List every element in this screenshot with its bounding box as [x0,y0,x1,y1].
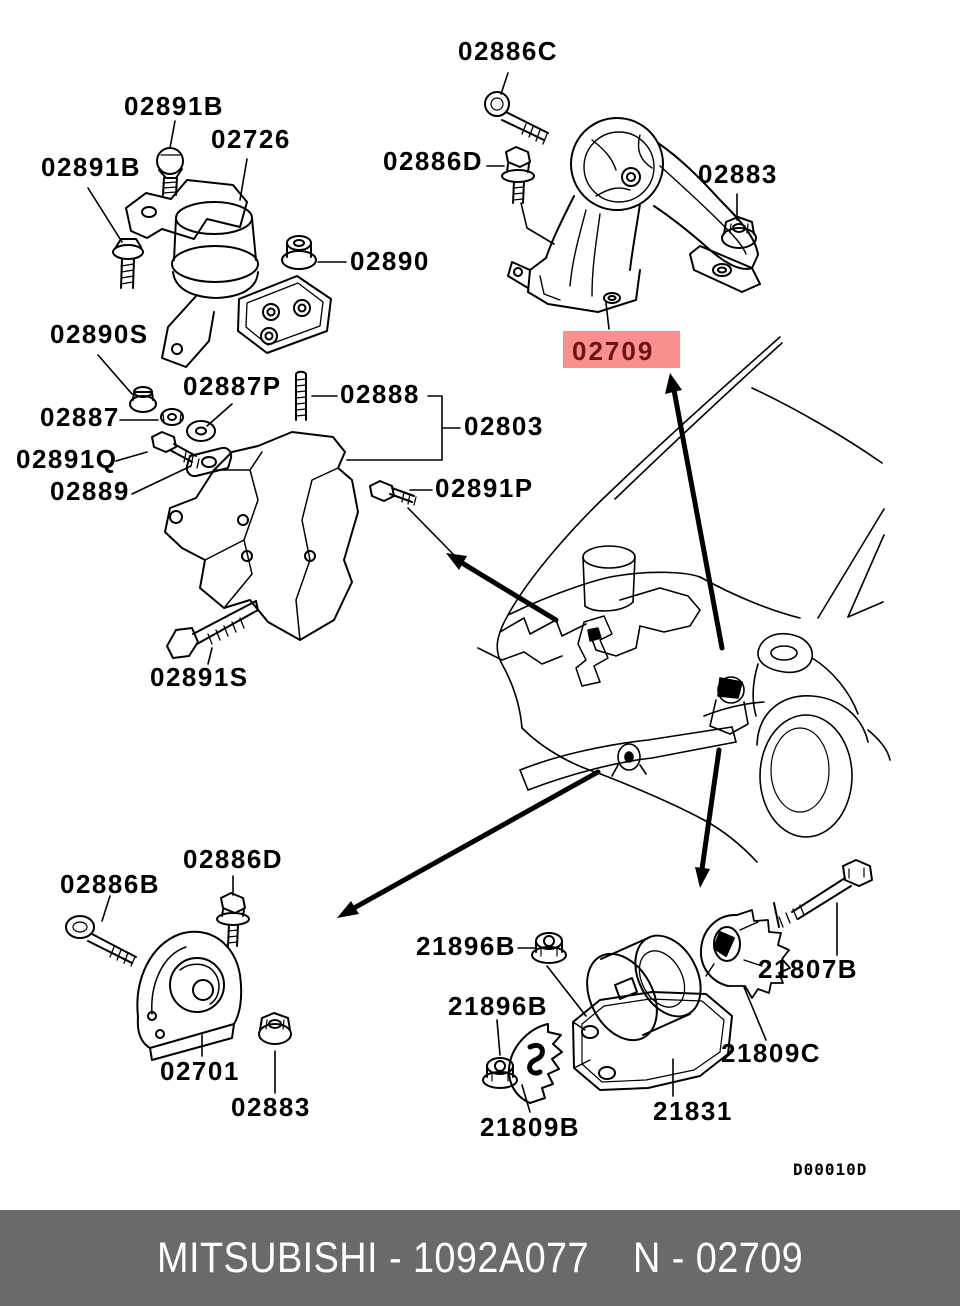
footer-ref-number: N - 02709 [632,1233,804,1282]
bolt-02886c-icon [484,91,549,145]
part-label-02888: 02888 [340,379,420,409]
stopper-21809b-icon [508,1023,563,1104]
bolt-02886d-top-icon [501,146,535,204]
part-label-02887p: 02887P [183,371,282,401]
part-label-02886b: 02886B [60,869,161,899]
car-mount-detail-rear [709,676,749,735]
part-label-02891p: 02891P [435,473,534,503]
bolt-02886d-bottom-icon [216,892,250,947]
part-drawing-02803 [164,431,359,641]
car-mount-detail-front [611,743,647,777]
part-label-21896b-right: 21896B [416,931,517,961]
diagram-line-art [65,72,891,1113]
footer-bar: MITSUBISHI - 1092A077 N - 02709 [0,1210,960,1306]
part-label-02726: 02726 [211,124,291,154]
nut-21896b-left-icon [482,1057,518,1089]
nut-02890-icon [281,235,317,270]
part-label-02890s: 02890S [50,319,149,349]
part-label-02803: 02803 [464,411,544,441]
bolt-02891b-top-icon [156,147,184,196]
part-label-21896b-left: 21896B [448,991,549,1021]
nut-02883-bottom-icon [258,1012,292,1045]
bushing-02889-icon [185,446,233,478]
part-label-21807b: 21807B [758,954,859,984]
drawing-code: D00010D [793,1160,868,1179]
bolt-02891b-left-icon [112,238,144,289]
pointer-arrows [337,373,725,918]
part-drawing-02701 [136,930,243,1061]
footer-brand-part: MITSUBISHI - 1092A077 [156,1233,589,1282]
car-outline [477,336,891,863]
bolt-02891s-icon [166,600,259,659]
bolt-02891q-icon [151,431,200,469]
part-drawing-21831 [572,991,733,1091]
bolt-02891p-icon [369,480,417,506]
part-drawing-02726 [125,179,332,368]
insulator-cylinder-icon [586,934,702,1042]
part-label-02887: 02887 [40,402,120,432]
part-label-21809b: 21809B [480,1112,581,1142]
part-label-02889: 02889 [50,476,130,506]
nut-02890s-icon [129,386,157,413]
bolt-21807b-icon [773,859,873,928]
nut-02883-top-icon [721,216,757,249]
part-label-21809c: 21809C [721,1038,822,1068]
part-label-02886d-bottom: 02886D [183,844,284,874]
part-label-02886c: 02886C [458,36,559,66]
part-label-02890: 02890 [350,246,430,276]
bolt-02886b-icon [65,915,137,967]
nut-21896b-right-icon [531,932,567,964]
washer-02887p-icon [186,420,216,442]
highlighted-part-number: 02709 [572,336,655,366]
part-label-02886d-top: 02886D [383,146,484,176]
part-label-02891b-left: 02891B [41,152,142,182]
part-label-02891q: 02891Q [16,444,118,474]
nut-02887-icon [160,408,184,426]
stud-02888-icon [295,370,307,421]
part-drawing-02709 [507,117,761,313]
part-label-02891s: 02891S [150,662,249,692]
part-label-02891b-top: 02891B [124,91,225,121]
part-label-02701: 02701 [160,1056,240,1086]
highlighted-part-label: 02709 [563,331,680,368]
part-label-02883-top: 02883 [698,159,778,189]
part-label-02883-bottom: 02883 [231,1092,311,1122]
car-mount-detail-mid [575,615,613,687]
stopper-21809c-icon [699,909,791,999]
part-label-21831: 21831 [653,1096,733,1126]
